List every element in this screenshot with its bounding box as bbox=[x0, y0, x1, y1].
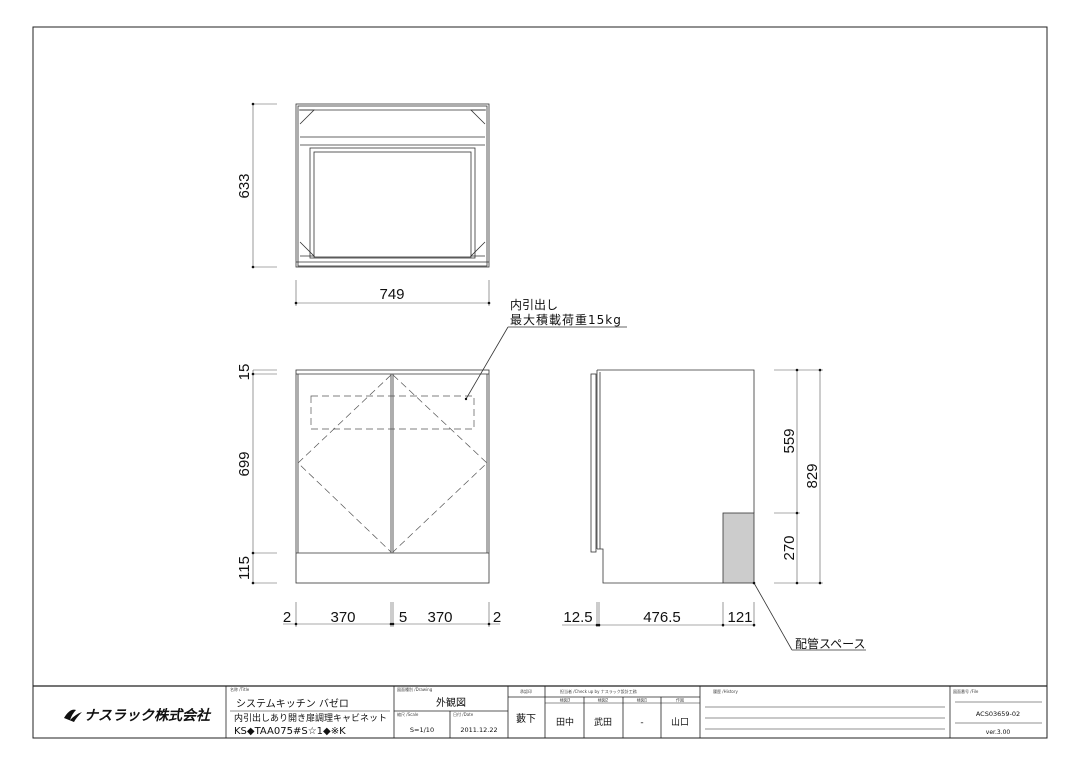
dim-370-right: 370 bbox=[427, 609, 452, 626]
drawing-type: 外観図 bbox=[436, 696, 466, 709]
history-label: 履歴 /History bbox=[713, 688, 738, 694]
checker-name: 武田 bbox=[594, 716, 612, 728]
pipe-space-label: 配管スペース bbox=[795, 636, 866, 651]
side-view bbox=[562, 368, 866, 651]
drawing-label: 図面種別 /Drawing bbox=[397, 686, 433, 692]
dim-15: 15 bbox=[236, 364, 253, 381]
approval-label: 承認印 bbox=[520, 688, 532, 694]
checker-role: 検図1 bbox=[637, 697, 648, 703]
dim-699: 699 bbox=[236, 451, 253, 476]
scale-value: S=1/10 bbox=[410, 726, 434, 734]
version: ver.3.00 bbox=[986, 729, 1011, 736]
dim-270: 270 bbox=[781, 535, 798, 560]
drawer-note-line1: 内引出し bbox=[510, 298, 558, 312]
dim-121: 121 bbox=[727, 609, 752, 626]
checker-role: 作図 bbox=[676, 697, 684, 703]
dim-115: 115 bbox=[236, 556, 253, 580]
dim-2-left: 2 bbox=[283, 609, 291, 626]
dim-476-5: 476.5 bbox=[643, 609, 681, 626]
checker-name: - bbox=[640, 718, 643, 728]
dim-5: 5 bbox=[399, 609, 407, 626]
drawing-frame bbox=[32, 26, 1048, 739]
inner-drawer-outline bbox=[310, 395, 475, 430]
date-value: 2011.12.22 bbox=[460, 726, 497, 734]
checker-name: 山口 bbox=[671, 717, 689, 728]
product-name: 内引出しあり開き扉調理キャビネット bbox=[234, 712, 387, 724]
pipe-space-area bbox=[722, 512, 755, 584]
drawer-note-line2: 最大積載荷重15kg bbox=[510, 312, 622, 327]
product-code: KS◆TAA075#S☆1◆※K bbox=[234, 726, 346, 737]
checker-name: 田中 bbox=[556, 716, 574, 728]
date-label: 日付 /Date bbox=[453, 711, 474, 717]
dim-370-left: 370 bbox=[330, 609, 355, 626]
title-block bbox=[33, 685, 1047, 738]
scale-label: 縮尺 /Scale bbox=[397, 711, 419, 717]
top-view bbox=[251, 102, 491, 306]
checker-role: 検図3 bbox=[560, 697, 571, 703]
title-label: 名称 /Title bbox=[230, 686, 250, 692]
dim-2-right: 2 bbox=[493, 609, 501, 626]
checker-label: 担当者 /Check up by ナスラック設計工務 bbox=[560, 688, 637, 694]
series-name: システムキッチン バゼロ bbox=[236, 698, 349, 710]
file-label: 図面番号 /File bbox=[953, 688, 979, 694]
dim-829: 829 bbox=[804, 463, 821, 488]
depth-dim: 633 bbox=[236, 173, 253, 198]
front-view bbox=[251, 326, 627, 627]
file-number: ACS03659-02 bbox=[976, 710, 1020, 718]
checker-role: 検図2 bbox=[598, 697, 609, 703]
approval-name: 藪下 bbox=[516, 712, 536, 725]
company-name: ナスラック株式会社 bbox=[84, 707, 212, 724]
dim-559: 559 bbox=[781, 428, 798, 453]
company-logo: ナスラック株式会社 bbox=[64, 707, 212, 724]
dim-12-5: 12.5 bbox=[563, 609, 592, 626]
width-dim: 749 bbox=[379, 286, 404, 303]
